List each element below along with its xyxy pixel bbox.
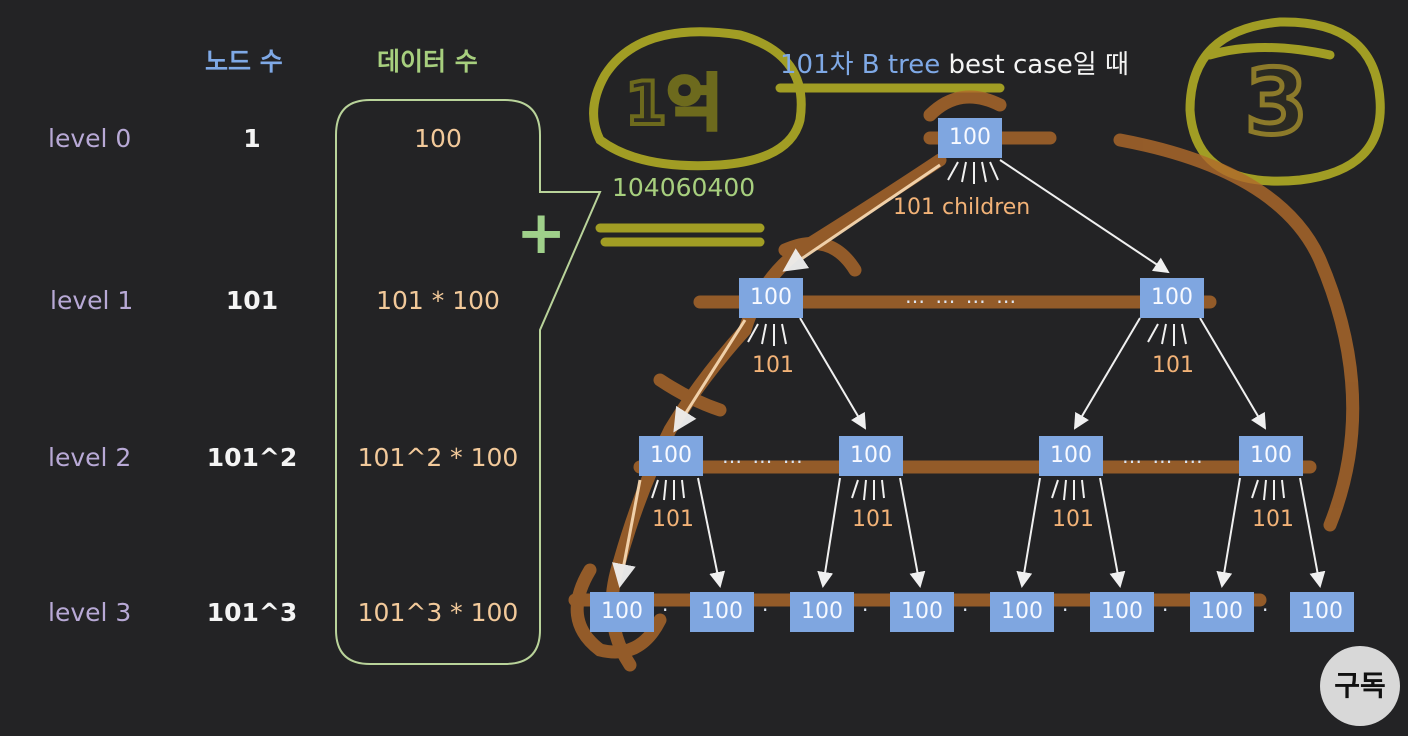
handwritten-hundred-million: 1억 (623, 67, 724, 141)
tree-node: 100 (839, 436, 903, 476)
tree-node: 100 (990, 592, 1054, 632)
tree-title-blue: 101차 B tree (780, 50, 941, 80)
total-data-count: 104060400 (612, 173, 756, 202)
handwritten-three: 3 (1243, 48, 1311, 158)
ellipsis: … … … (722, 444, 805, 468)
header-data-count: 데이터 수 (377, 47, 478, 76)
tree-node: 100 (1239, 436, 1303, 476)
tree-title: 101차 B tree best case일 때 (780, 44, 1129, 81)
ellipsis: · (962, 598, 971, 622)
ellipsis: … … … (1122, 444, 1205, 468)
tree-node: 100 (790, 592, 854, 632)
child-count-label: 101 (852, 507, 894, 532)
ellipsis: … … … … (905, 284, 1019, 308)
ellipsis: · (662, 598, 671, 622)
tree-node: 100 (1140, 278, 1204, 318)
node-count: 101 (225, 286, 279, 315)
child-count-label: 101 (752, 353, 794, 378)
tree-node: 100 (739, 278, 803, 318)
tree-edges (697, 159, 1326, 588)
ellipsis: · (762, 598, 771, 622)
node-count: 101^2 (206, 443, 298, 472)
plus-sign: + (516, 198, 567, 268)
data-count: 101^3 * 100 (357, 598, 519, 627)
level-label: level 1 (50, 286, 134, 315)
root-children-label: 101 children (893, 195, 1031, 220)
children-fan-ticks (651, 161, 1285, 501)
tree-node: 100 (938, 118, 1002, 158)
node-count: 101^3 (206, 598, 298, 627)
tree-node: 100 (590, 592, 654, 632)
data-sum-bracket (335, 99, 602, 665)
level-label: level 0 (48, 124, 132, 153)
subscribe-button[interactable]: 구독 (1320, 646, 1400, 726)
tree-node: 100 (690, 592, 754, 632)
ellipsis: · (1262, 598, 1271, 622)
level-label: level 3 (48, 598, 132, 627)
data-count: 101^2 * 100 (357, 443, 519, 472)
ellipsis: · (1162, 598, 1171, 622)
data-count: 101 * 100 (376, 286, 500, 315)
tree-node: 100 (1090, 592, 1154, 632)
tree-node: 100 (890, 592, 954, 632)
header-node-count: 노드 수 (205, 47, 283, 76)
data-count: 100 (414, 124, 462, 153)
child-count-label: 101 (1152, 353, 1194, 378)
tree-node: 100 (1290, 592, 1354, 632)
level-label: level 2 (48, 443, 132, 472)
child-count-label: 101 (1052, 507, 1094, 532)
ellipsis: · (862, 598, 871, 622)
tree-title-white: best case일 때 (948, 50, 1129, 80)
tree-node: 100 (1039, 436, 1103, 476)
child-count-label: 101 (652, 507, 694, 532)
search-path-arrows (612, 163, 941, 588)
tree-node: 100 (1190, 592, 1254, 632)
tree-node: 100 (639, 436, 703, 476)
node-count: 1 (243, 124, 261, 153)
child-count-label: 101 (1252, 507, 1294, 532)
ellipsis: · (1062, 598, 1071, 622)
